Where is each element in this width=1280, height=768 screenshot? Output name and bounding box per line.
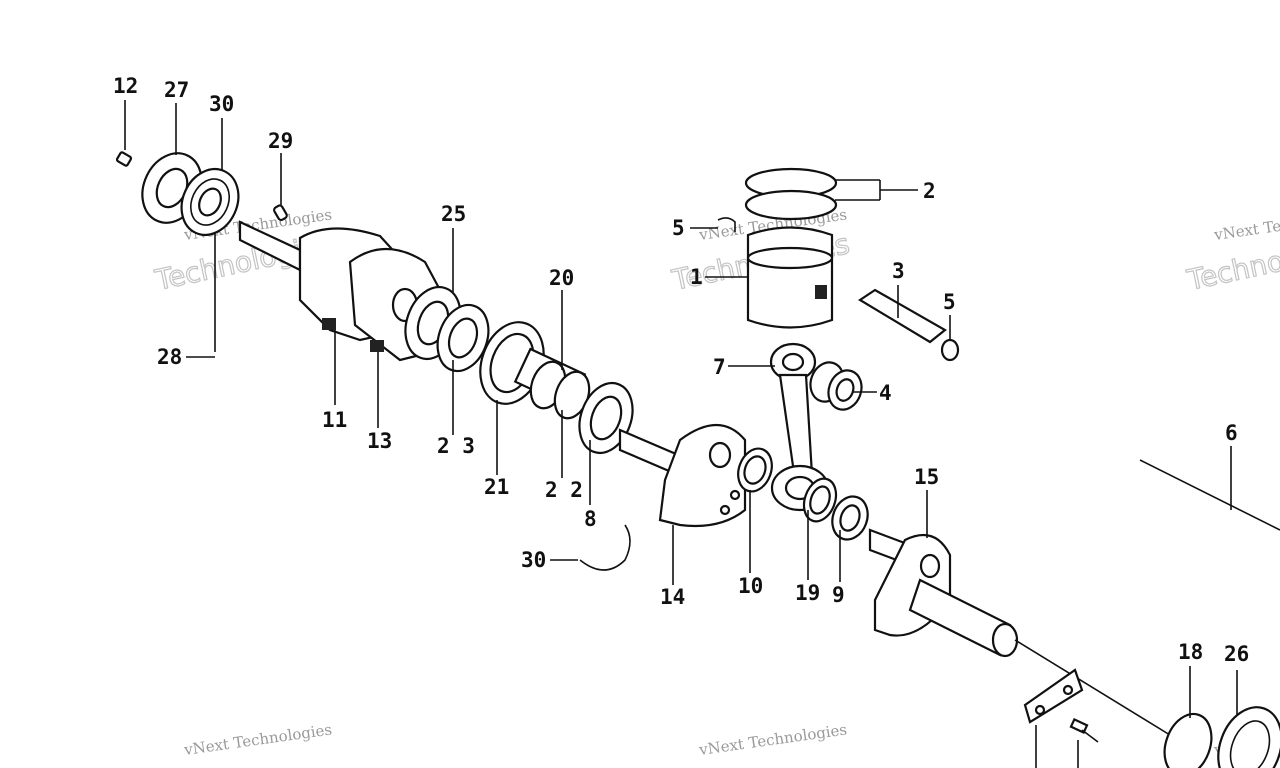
callout-21: 21: [484, 475, 509, 499]
callout-11: 11: [322, 408, 347, 432]
callout-6: 6: [1225, 421, 1238, 445]
parts-group: [115, 151, 1280, 768]
circlip-part: [579, 524, 631, 571]
watermark-text: vNext Technologies: [182, 720, 333, 759]
callout-5-left: 5: [672, 216, 685, 240]
callout-26: 26: [1224, 642, 1249, 666]
crank-pin-washer-part: [802, 477, 869, 541]
right-seal-part: [1163, 706, 1280, 768]
main-bearing-part: [404, 286, 490, 373]
callout-30-lower: 30: [521, 548, 546, 572]
callout-10: 10: [738, 574, 763, 598]
piston-pin-part: [857, 288, 947, 344]
callout-7: 7: [713, 355, 726, 379]
needle-bearing-part: [809, 361, 863, 411]
callout-28: 28: [157, 345, 182, 369]
callout-20: 20: [549, 266, 574, 290]
thrust-washer-part: [737, 447, 773, 493]
callout-13: 13: [367, 429, 392, 453]
bolt-part: [115, 151, 133, 167]
callout-14: 14: [660, 585, 685, 609]
right-crankshaft-part: [868, 528, 1171, 736]
ball-bearing-part: [180, 168, 240, 236]
callout-27: 27: [164, 78, 189, 102]
callout-12: 12: [113, 74, 138, 98]
watermark-text: vNext Technologies: [1212, 205, 1280, 244]
connecting-rod-part: [769, 342, 830, 512]
callout-22: 2 2: [545, 478, 583, 502]
callout-4: 4: [879, 381, 892, 405]
callout-9: 9: [832, 583, 845, 607]
piston-part: [744, 167, 838, 329]
callout-23: 2 3: [437, 434, 475, 458]
callout-19: 19: [795, 581, 820, 605]
callout-8: 8: [584, 507, 597, 531]
crank-web-part: [618, 423, 747, 528]
callout-15: 15: [914, 465, 939, 489]
callout-5-right: 5: [943, 290, 956, 314]
callout-18: 18: [1178, 640, 1203, 664]
sleeve-part: [513, 347, 591, 420]
callout-labels: 12 27 30 29 28 11 13 25 2 3 21 20 2 2 8 …: [113, 74, 1249, 666]
watermark-text: vNext Technologies: [697, 720, 848, 759]
callout-25: 25: [441, 202, 466, 226]
pin-part: [273, 204, 288, 222]
callout-2: 2: [923, 179, 936, 203]
callout-3: 3: [892, 259, 905, 283]
screw-part: [1069, 717, 1099, 743]
callout-30: 30: [209, 92, 234, 116]
lock-plate-part: [1023, 668, 1084, 724]
callout-1: 1: [690, 265, 703, 289]
callout-29: 29: [268, 129, 293, 153]
leader-lines: [124, 100, 1280, 768]
